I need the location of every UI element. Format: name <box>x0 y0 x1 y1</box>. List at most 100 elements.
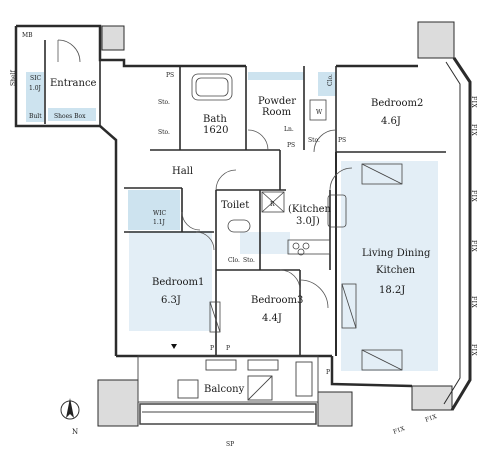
wash-box <box>309 99 327 121</box>
ldk-fill <box>341 161 438 371</box>
label-p3: P <box>326 369 330 376</box>
label-fix-1: FIX <box>470 96 477 109</box>
label-bedroom3: Bedroom3 <box>251 295 303 306</box>
label-fix-2: FIX <box>470 124 477 137</box>
bathtub-inner <box>195 77 229 97</box>
label-balcony: Balcony <box>204 384 245 395</box>
powder-ln-fill <box>248 72 304 80</box>
label-sic-size: 1.0J <box>29 85 42 92</box>
door-bedroom3 <box>279 269 301 291</box>
column-bottom-left <box>97 379 139 427</box>
ldk-panel-diag <box>341 283 357 329</box>
ac-box <box>247 375 273 401</box>
burner-3 <box>297 248 305 256</box>
fridge-x2 <box>261 191 285 213</box>
ldk-window-top <box>361 163 403 185</box>
meter-box-1 <box>205 359 237 371</box>
label-ln: Ln. <box>284 126 294 133</box>
fixtures <box>191 73 403 371</box>
partitions <box>44 40 446 356</box>
clo1-fill <box>318 72 336 96</box>
wall-living-bottom <box>330 356 413 388</box>
label-sp: SP <box>226 441 234 448</box>
label-bedroom2: Bedroom2 <box>371 98 423 109</box>
doors <box>57 39 353 309</box>
kitchen-counter <box>287 239 331 255</box>
bedroom1-panel-diag <box>209 301 221 333</box>
label-fix-7: FIX <box>392 425 406 436</box>
column-bottom-right <box>411 385 453 411</box>
label-ldk-1: Living Dining <box>362 248 431 259</box>
label-sic: SIC <box>30 75 41 82</box>
label-sto3: Sto. <box>308 137 320 144</box>
label-entrance: Entrance <box>50 78 97 89</box>
label-bedroom1: Bedroom1 <box>152 277 204 288</box>
meter-box-2 <box>247 359 279 371</box>
label-sto4: Sto. <box>243 257 255 264</box>
door-bath <box>247 129 269 151</box>
label-mb: MB <box>22 32 33 39</box>
hatch-box <box>177 379 199 399</box>
label-bult: Bult <box>29 113 42 120</box>
compass <box>60 398 80 420</box>
label-powder: Powder <box>258 96 296 107</box>
door-ldk <box>299 279 329 309</box>
balcony-marker <box>171 344 177 349</box>
bathtub <box>191 73 233 101</box>
kitchen-fill <box>240 232 290 254</box>
label-toilet: Toilet <box>221 200 249 211</box>
column-bottom-mid <box>317 391 353 427</box>
shoes-fill <box>48 108 96 121</box>
label-sto1: Sto. <box>158 99 170 106</box>
label-wic: WIC <box>153 210 167 217</box>
label-bath-size: 1620 <box>203 125 228 136</box>
label-clo2: Clo. <box>228 257 240 264</box>
bedroom1-fill <box>129 231 212 331</box>
label-p2: P <box>226 345 230 352</box>
label-fix-5: FIX <box>470 296 477 309</box>
bedroom1-panel <box>209 301 221 333</box>
door-wic <box>181 211 201 231</box>
label-hall: Hall <box>172 166 193 177</box>
door-hall-ldk <box>329 167 353 191</box>
label-p1: P <box>210 345 214 352</box>
label-bedroom3-size: 4.4J <box>262 313 282 324</box>
label-bedroom2-size: 4.6J <box>381 116 401 127</box>
wall-right <box>450 57 472 411</box>
column-top-right <box>417 21 455 59</box>
column-top-left <box>101 25 125 51</box>
label-fix-3: FIX <box>470 190 477 203</box>
label-shoes-box: Shoes Box <box>54 113 86 120</box>
door-bedroom2 <box>313 129 337 153</box>
columns <box>97 21 455 427</box>
ldk-window-top-diag <box>361 163 403 185</box>
balcony-panel <box>295 361 313 397</box>
label-sto2: Sto. <box>158 129 170 136</box>
burner-2 <box>302 242 310 250</box>
label-bath: Bath <box>203 114 227 125</box>
label-kitchen-size: 3.0J) <box>296 216 320 227</box>
ldk-window-bottom <box>361 349 403 371</box>
fridge-box <box>261 191 285 213</box>
wall-left-main <box>99 125 118 356</box>
label-fix-8: FIX <box>424 413 438 424</box>
wall-entrance-block <box>16 24 246 68</box>
compass-needle <box>66 398 74 418</box>
label-shelf: Shelf <box>10 70 17 86</box>
label-r: R <box>270 201 275 208</box>
label-clo1: Clo. <box>327 74 334 86</box>
wall-left-entrance <box>14 26 100 128</box>
label-fix-4: FIX <box>470 240 477 253</box>
label-room: Room <box>262 107 292 118</box>
balcony-area <box>137 355 319 425</box>
door-toilet <box>215 169 237 191</box>
burner-1 <box>292 242 300 250</box>
wic-fill <box>128 190 180 230</box>
label-north: N <box>72 428 78 436</box>
label-bedroom1-size: 6.3J <box>161 295 181 306</box>
door-bedroom1 <box>195 231 215 251</box>
label-wic-size: 1.1J <box>153 219 166 226</box>
label-ldk-size: 18.2J <box>379 285 405 296</box>
toilet-bowl <box>227 219 251 233</box>
